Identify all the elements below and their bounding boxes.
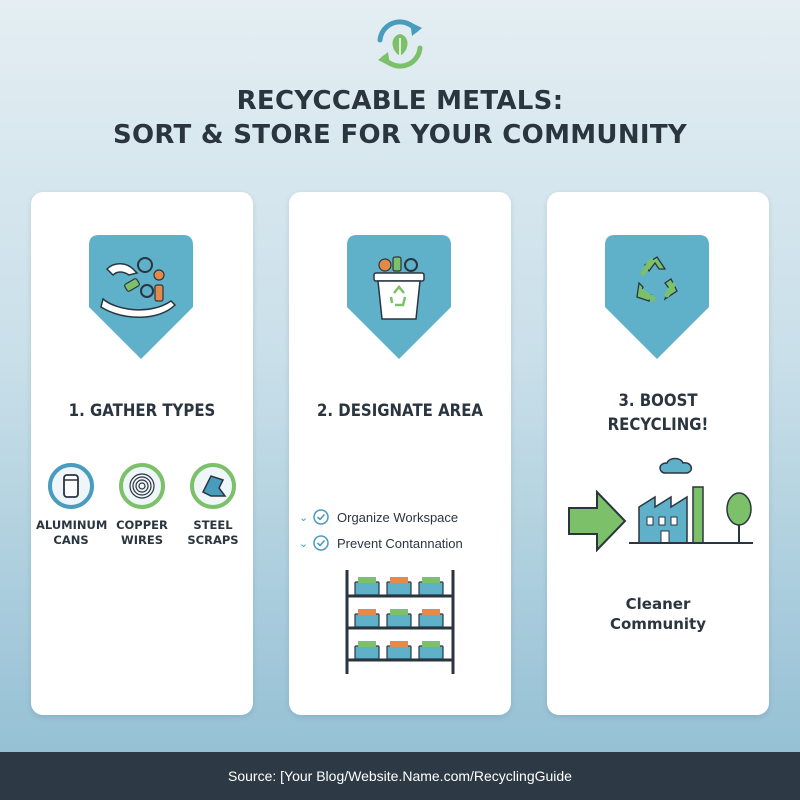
card-gather-types: 1. GATHER TYPES ALUMINUM CANS COPPER WIR… [31,192,253,715]
footer-source: Source: [Your Blog/Website.Name.com/Recy… [0,752,800,800]
wire-coil-icon [119,463,165,509]
type-copper-wires: COPPER WIRES [107,462,177,548]
check-circle-icon [313,535,329,551]
checklist-item: ⌄ Organize Workspace [299,504,509,530]
cans-label: CANS [53,533,89,547]
card-3-title: 3. BOOST RECYCLING! [560,389,755,437]
can-icon [48,463,94,509]
arrow-right-icon [568,490,627,552]
check-circle-icon [313,509,329,525]
title-line-1: RECYCCABLE METALS: [236,86,564,116]
wires-label: WIRES [121,533,163,547]
card-1-title: 1. GATHER TYPES [68,401,216,421]
scrap-icon [190,463,236,509]
hands-sorting-metal-icon [89,235,193,359]
card-designate-area: 2. DESIGNATE AREA ⌄ Organize Workspace ⌄… [289,192,511,715]
type-aluminum-cans: ALUMINUM CANS [36,462,108,548]
factory-icon [629,457,753,544]
card-3-title-line-1: 3. BOOST [618,391,698,411]
copper-label: COPPER [116,518,168,532]
result-line-1: Cleaner [625,595,691,613]
scraps-label: SCRAPS [187,533,239,547]
card-3-title-line-2: RECYCLING! [607,415,709,435]
chevron-down-icon: ⌄ [299,537,309,550]
checklist-label: Prevent Contаnnation [337,535,463,551]
recycling-bin-icon [347,235,451,359]
steel-label: STEEL [193,518,233,532]
recycle-leaf-icon [377,19,423,69]
type-steel-scraps: STEEL SCRAPS [178,462,248,548]
checklist-label: Organize Workspace [337,509,459,525]
checklist-item: ⌄ Prevent Contаnnation [299,530,509,556]
aluminum-label: ALUMINUM [36,518,108,532]
card-boost-recycling: 3. BOOST RECYCLING! Cleaner Community [547,192,769,715]
storage-shelf-icon [345,570,455,674]
source-text: Source: [Your Blog/Website.Name.com/Recy… [228,768,572,784]
card-2-title: 2. DESIGNATE AREA [316,401,484,421]
result-line-2: Community [609,615,707,633]
recycle-arrows-icon [605,235,709,359]
checklist: ⌄ Organize Workspace ⌄ Prevent Contаnnat… [299,504,509,556]
result-text: Cleaner Community [547,594,769,634]
title-line-2: SORT & STORE FOR YOUR COMMUNITY [112,120,688,150]
chevron-down-icon: ⌄ [299,511,309,524]
page-title: RECYCCABLE METALS: SORT & STORE FOR YOUR… [0,84,800,152]
